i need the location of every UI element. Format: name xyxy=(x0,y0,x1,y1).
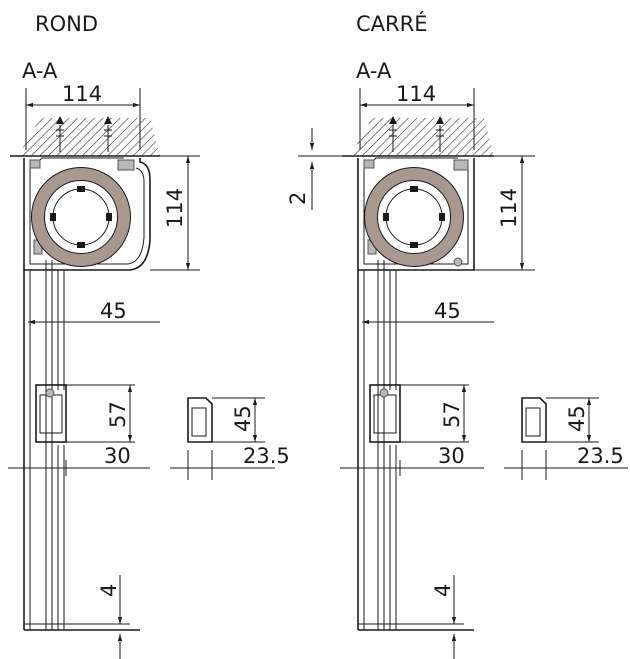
dim-text: 45 xyxy=(565,405,589,432)
ceiling-hatch xyxy=(342,116,494,157)
dim-text: 4 xyxy=(97,584,121,597)
dim-text: 114 xyxy=(497,188,521,228)
dim-box-width: 114 xyxy=(359,82,475,150)
diagram-title: ROND xyxy=(35,12,98,36)
dim-text: 114 xyxy=(396,82,436,106)
dim-guide-width: 45 xyxy=(362,299,494,325)
dim-guide-width: 45 xyxy=(28,299,160,325)
dim-text: 2 xyxy=(286,192,310,205)
dim-box-width: 114 xyxy=(25,82,141,150)
dim-text: 30 xyxy=(438,444,465,468)
section-label: A-A xyxy=(356,59,392,83)
roll-round xyxy=(364,167,464,267)
section-label: A-A xyxy=(22,59,58,83)
dim-text: 4 xyxy=(431,584,455,597)
slat-profile: 57 xyxy=(35,384,135,443)
dim-box-height: 114 xyxy=(474,155,535,271)
diagram-rond: ROND A-A 114 xyxy=(8,12,290,659)
box-housing xyxy=(23,157,151,271)
dim-text: 57 xyxy=(440,401,464,428)
dim-text: 114 xyxy=(163,188,187,228)
dim-text: 23.5 xyxy=(577,444,624,468)
dim-text: 114 xyxy=(62,82,102,106)
dim-slat-width: 30 xyxy=(8,444,150,476)
dim-slat-width: 30 xyxy=(340,444,484,476)
dim-text: 45 xyxy=(434,299,461,323)
diagram-title: CARRÉ xyxy=(356,11,427,36)
slat-profile: 57 xyxy=(369,384,469,443)
end-slat: 45 23.5 xyxy=(504,397,628,480)
roll-round xyxy=(31,167,131,267)
diagram-carre: CARRÉ A-A 114 2 xyxy=(286,11,628,659)
dim-text: 57 xyxy=(106,401,130,428)
dim-box-height: 114 xyxy=(150,155,200,271)
dim-bottom-gap: 4 xyxy=(358,575,464,659)
dim-text: 45 xyxy=(231,405,255,432)
ceiling-hatch xyxy=(10,116,160,157)
dim-offset: 2 xyxy=(286,128,345,210)
dim-bottom-gap: 4 xyxy=(24,575,130,659)
end-slat: 45 23.5 xyxy=(170,397,290,480)
dim-text: 45 xyxy=(100,299,127,323)
dim-text: 30 xyxy=(104,444,131,468)
box-housing xyxy=(357,157,475,271)
dim-text: 23.5 xyxy=(243,444,290,468)
